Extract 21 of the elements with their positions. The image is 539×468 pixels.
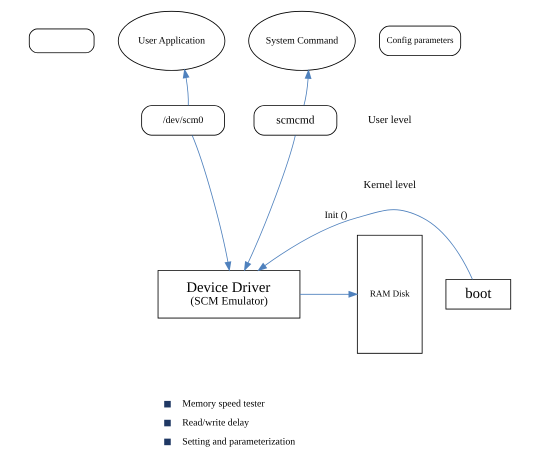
edge-label: Init () — [324, 210, 347, 222]
node-box: RAM Disk — [356, 234, 422, 354]
arrow — [243, 134, 296, 272]
node-box: Config parameters — [378, 26, 461, 56]
arrow — [191, 134, 231, 272]
arrow — [299, 290, 358, 298]
node-ellipse: User Application — [117, 10, 225, 71]
node-box: /dev/scm0 — [140, 105, 224, 136]
label: Setting and parameterization — [182, 436, 295, 448]
label: Memory speed tester — [182, 398, 264, 410]
arrow — [182, 68, 190, 106]
node-box — [28, 28, 94, 54]
node-ellipse: System Command — [248, 10, 356, 71]
label: User level — [367, 115, 411, 126]
node-box: boot — [445, 279, 511, 310]
arrow — [256, 209, 472, 280]
arrow — [303, 69, 312, 106]
label: Kernel level — [363, 180, 416, 191]
node-box: scmcmd — [253, 105, 337, 136]
node-box: Device Driver (SCM Emulator) — [157, 270, 300, 318]
label: Read/write delay — [182, 418, 249, 429]
